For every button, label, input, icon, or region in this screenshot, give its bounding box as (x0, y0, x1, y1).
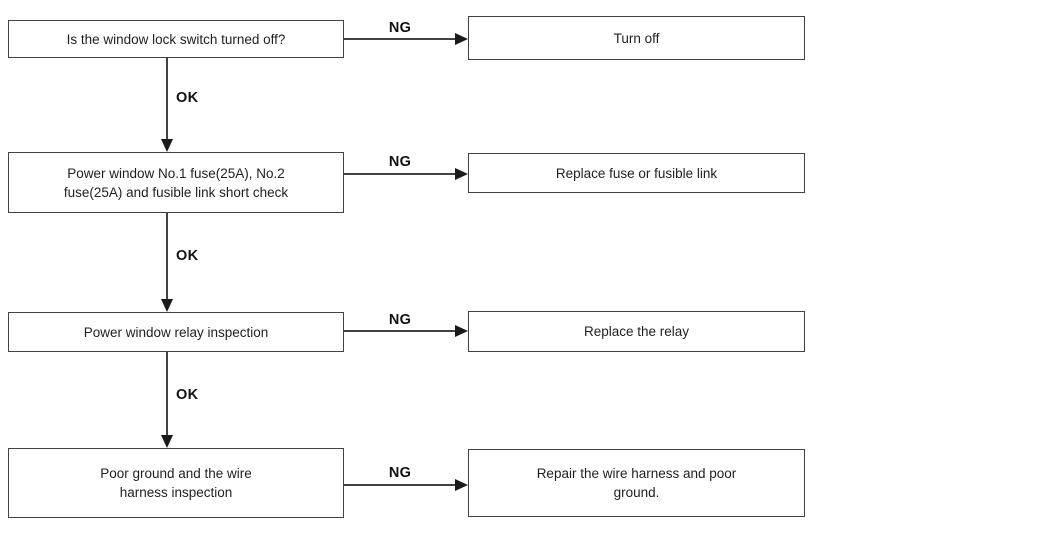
step-box-relay-inspection: Power window relay inspection (8, 312, 344, 352)
action-box-replace-relay: Replace the relay (468, 311, 805, 352)
step-box-window-lock-switch: Is the window lock switch turned off? (8, 20, 344, 58)
ok-connector-line-2 (166, 213, 168, 299)
ok-label-2: OK (176, 248, 199, 264)
ng-label-1: NG (388, 20, 412, 36)
ng-label-4: NG (388, 465, 412, 481)
arrow-right-icon (455, 325, 468, 337)
arrow-down-icon (161, 299, 173, 312)
arrow-right-icon (455, 479, 468, 491)
action-box-repair-harness: Repair the wire harness and poor ground. (468, 449, 805, 517)
ng-arrow-line-2 (344, 173, 455, 175)
action-box-turn-off: Turn off (468, 16, 805, 60)
ok-label-3: OK (176, 387, 199, 403)
step-box-ground-harness-inspection: Poor ground and the wire harness inspect… (8, 448, 344, 518)
action-box-replace-fuse: Replace fuse or fusible link (468, 153, 805, 193)
arrow-right-icon (455, 33, 468, 45)
arrow-down-icon (161, 435, 173, 448)
step-box-fuse-check: Power window No.1 fuse(25A), No.2 fuse(2… (8, 152, 344, 213)
ng-label-2: NG (388, 154, 412, 170)
ok-label-1: OK (176, 90, 199, 106)
ng-arrow-line-3 (344, 330, 455, 332)
ng-arrow-line-4 (344, 484, 455, 486)
arrow-down-icon (161, 139, 173, 152)
ng-label-3: NG (388, 312, 412, 328)
ng-arrow-line-1 (344, 38, 455, 40)
arrow-right-icon (455, 168, 468, 180)
ok-connector-line-1 (166, 58, 168, 139)
ok-connector-line-3 (166, 352, 168, 435)
